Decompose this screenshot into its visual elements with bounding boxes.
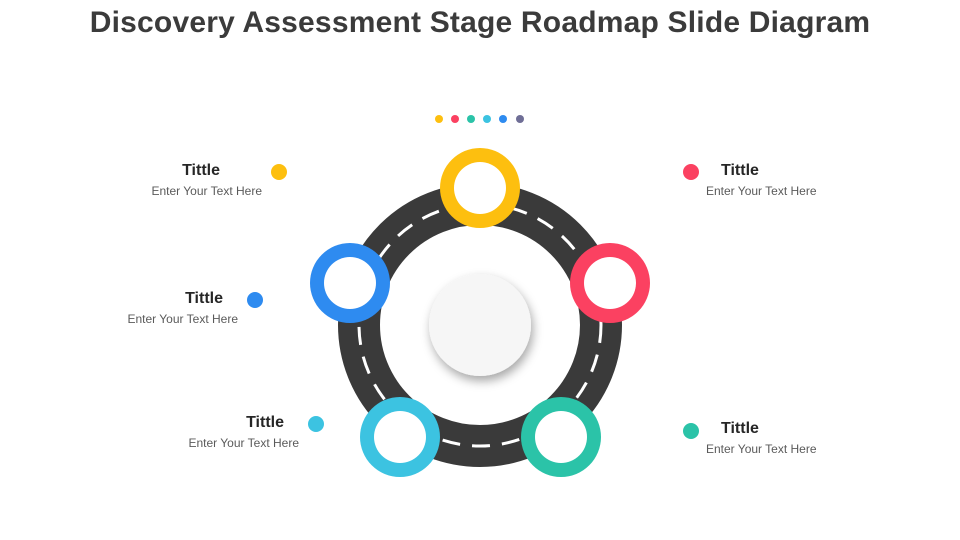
header-dot-teal <box>467 115 475 123</box>
stage-dot-cyan <box>308 416 324 432</box>
center-disc <box>429 274 531 376</box>
stage-text: Enter Your Text Here <box>706 184 817 198</box>
stage-text: Enter Your Text Here <box>706 442 817 456</box>
stage-dot-yellow <box>271 164 287 180</box>
stage-label-blue: Tittle Enter Your Text Here <box>18 290 238 326</box>
stage-title: Tittle <box>246 414 284 431</box>
stage-dot-teal <box>683 423 699 439</box>
header-dot-blue <box>499 115 507 123</box>
header-dot-purple <box>516 115 524 123</box>
stage-ring-cyan <box>360 397 440 477</box>
header-dot-cyan <box>483 115 491 123</box>
header-dot-yellow <box>435 115 443 123</box>
stage-dot-blue <box>247 292 263 308</box>
stage-label-yellow: Tittle Enter Your Text Here <box>42 162 262 198</box>
stage-text: Enter Your Text Here <box>127 312 238 326</box>
stage-text: Enter Your Text Here <box>151 184 262 198</box>
stage-ring-red <box>570 243 650 323</box>
stage-title: Tittle <box>721 162 759 179</box>
stage-ring-yellow <box>440 148 520 228</box>
stage-title: Tittle <box>721 420 759 437</box>
stage-dot-red <box>683 164 699 180</box>
stage-ring-teal <box>521 397 601 477</box>
stage-ring-blue <box>310 243 390 323</box>
stage-text: Enter Your Text Here <box>188 436 299 450</box>
stage-label-cyan: Tittle Enter Your Text Here <box>79 414 299 450</box>
header-dot-red <box>451 115 459 123</box>
stage-label-teal: Tittle Enter Your Text Here <box>706 420 926 456</box>
stage-title: Tittle <box>182 162 220 179</box>
slide-title: Discovery Assessment Stage Roadmap Slide… <box>89 6 871 39</box>
header-dots <box>435 115 524 123</box>
road-lane-dashes <box>357 202 603 448</box>
stage-label-red: Tittle Enter Your Text Here <box>706 162 926 198</box>
stage-title: Tittle <box>185 290 223 307</box>
